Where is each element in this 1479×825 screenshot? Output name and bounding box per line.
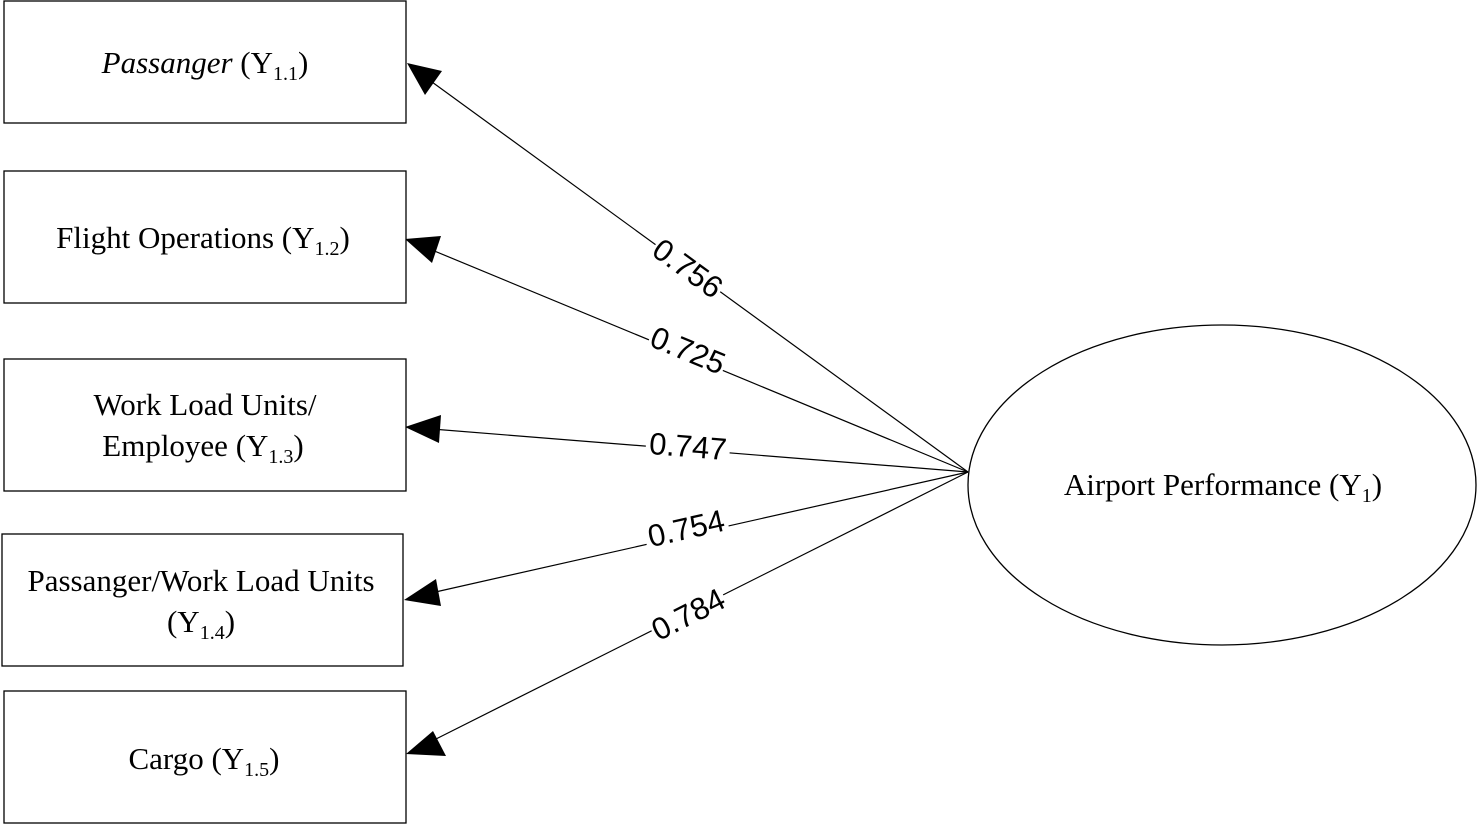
indicator-name: Cargo (Y xyxy=(129,741,245,776)
indicator-box xyxy=(3,358,407,492)
indicator-close: ) xyxy=(339,220,349,255)
indicator-close: ) xyxy=(293,428,303,463)
loading-labels: 0.756 0.725 0.747 0.754 0.784 xyxy=(640,228,733,648)
indicator-name-line1: Passanger/Work Load Units xyxy=(27,563,374,598)
indicator-subscript: 1.3 xyxy=(268,446,293,468)
indicator-subscript: 1.2 xyxy=(314,238,339,260)
arrowhead-y11 xyxy=(407,63,442,95)
indicator-name: Flight Operations (Y xyxy=(56,220,314,255)
indicator-box xyxy=(3,0,407,124)
indicator-y13: Work Load Units/ Employee (Y1.3) xyxy=(3,358,407,492)
arrowhead-y15 xyxy=(406,731,446,756)
indicator-y14: Passanger/Work Load Units (Y1.4) xyxy=(1,533,404,667)
svg-text:(Y1.4): (Y1.4) xyxy=(167,604,235,644)
latent-label: Airport Performance xyxy=(1064,467,1321,502)
svg-text:Flight Operations (Y1.2): Flight Operations (Y1.2) xyxy=(56,220,350,260)
indicator-name-italic: Passanger xyxy=(101,45,234,80)
indicator-close: ) xyxy=(298,45,308,80)
indicator-subscript: 1.4 xyxy=(200,622,225,644)
latent-construct: Airport Performance (Y1) xyxy=(967,324,1477,646)
indicator-y12: Flight Operations (Y1.2) xyxy=(3,170,407,304)
svg-text:Airport Performance (Y1): Airport Performance (Y1) xyxy=(1064,467,1382,507)
indicator-close: ) xyxy=(269,741,279,776)
indicator-close: ) xyxy=(225,604,235,639)
arrowhead-y12 xyxy=(405,236,441,263)
indicator-subscript: 1.1 xyxy=(273,63,298,85)
loading-label-y13: 0.747 xyxy=(648,426,728,467)
indicator-name-line2: Employee (Y xyxy=(102,428,268,463)
indicator-y11: Passanger (Y1.1) xyxy=(3,0,407,124)
svg-text:Employee (Y1.3): Employee (Y1.3) xyxy=(102,428,303,468)
svg-text:Cargo (Y1.5): Cargo (Y1.5) xyxy=(129,741,280,781)
loading-label-y15: 0.784 xyxy=(646,581,731,647)
indicator-name-rest: (Y xyxy=(233,45,273,80)
indicator-box xyxy=(3,170,407,304)
loading-label-y14: 0.754 xyxy=(644,503,727,554)
indicator-box xyxy=(1,533,404,667)
latent-paren-open: (Y xyxy=(1321,467,1361,502)
arrowhead-y13 xyxy=(405,415,441,443)
indicator-y15: Cargo (Y1.5) xyxy=(3,690,407,824)
svg-text:Passanger/Work Load Units: Passanger/Work Load Units xyxy=(27,563,374,598)
indicator-box xyxy=(3,690,407,824)
latent-paren-close: ) xyxy=(1372,467,1382,502)
latent-ellipse xyxy=(967,324,1477,646)
arrowhead-y14 xyxy=(404,579,441,606)
indicator-boxes: Passanger (Y1.1) Flight Operations (Y1.2… xyxy=(1,0,407,824)
indicator-name-line1: Work Load Units/ xyxy=(93,387,316,422)
indicator-name-line2: (Y xyxy=(167,604,200,639)
connectors xyxy=(404,63,969,756)
indicator-subscript: 1.5 xyxy=(244,759,269,781)
svg-text:Passanger (Y1.1): Passanger (Y1.1) xyxy=(101,45,309,85)
latent-subscript: 1 xyxy=(1362,485,1372,507)
svg-text:Work Load Units/: Work Load Units/ xyxy=(93,387,316,422)
